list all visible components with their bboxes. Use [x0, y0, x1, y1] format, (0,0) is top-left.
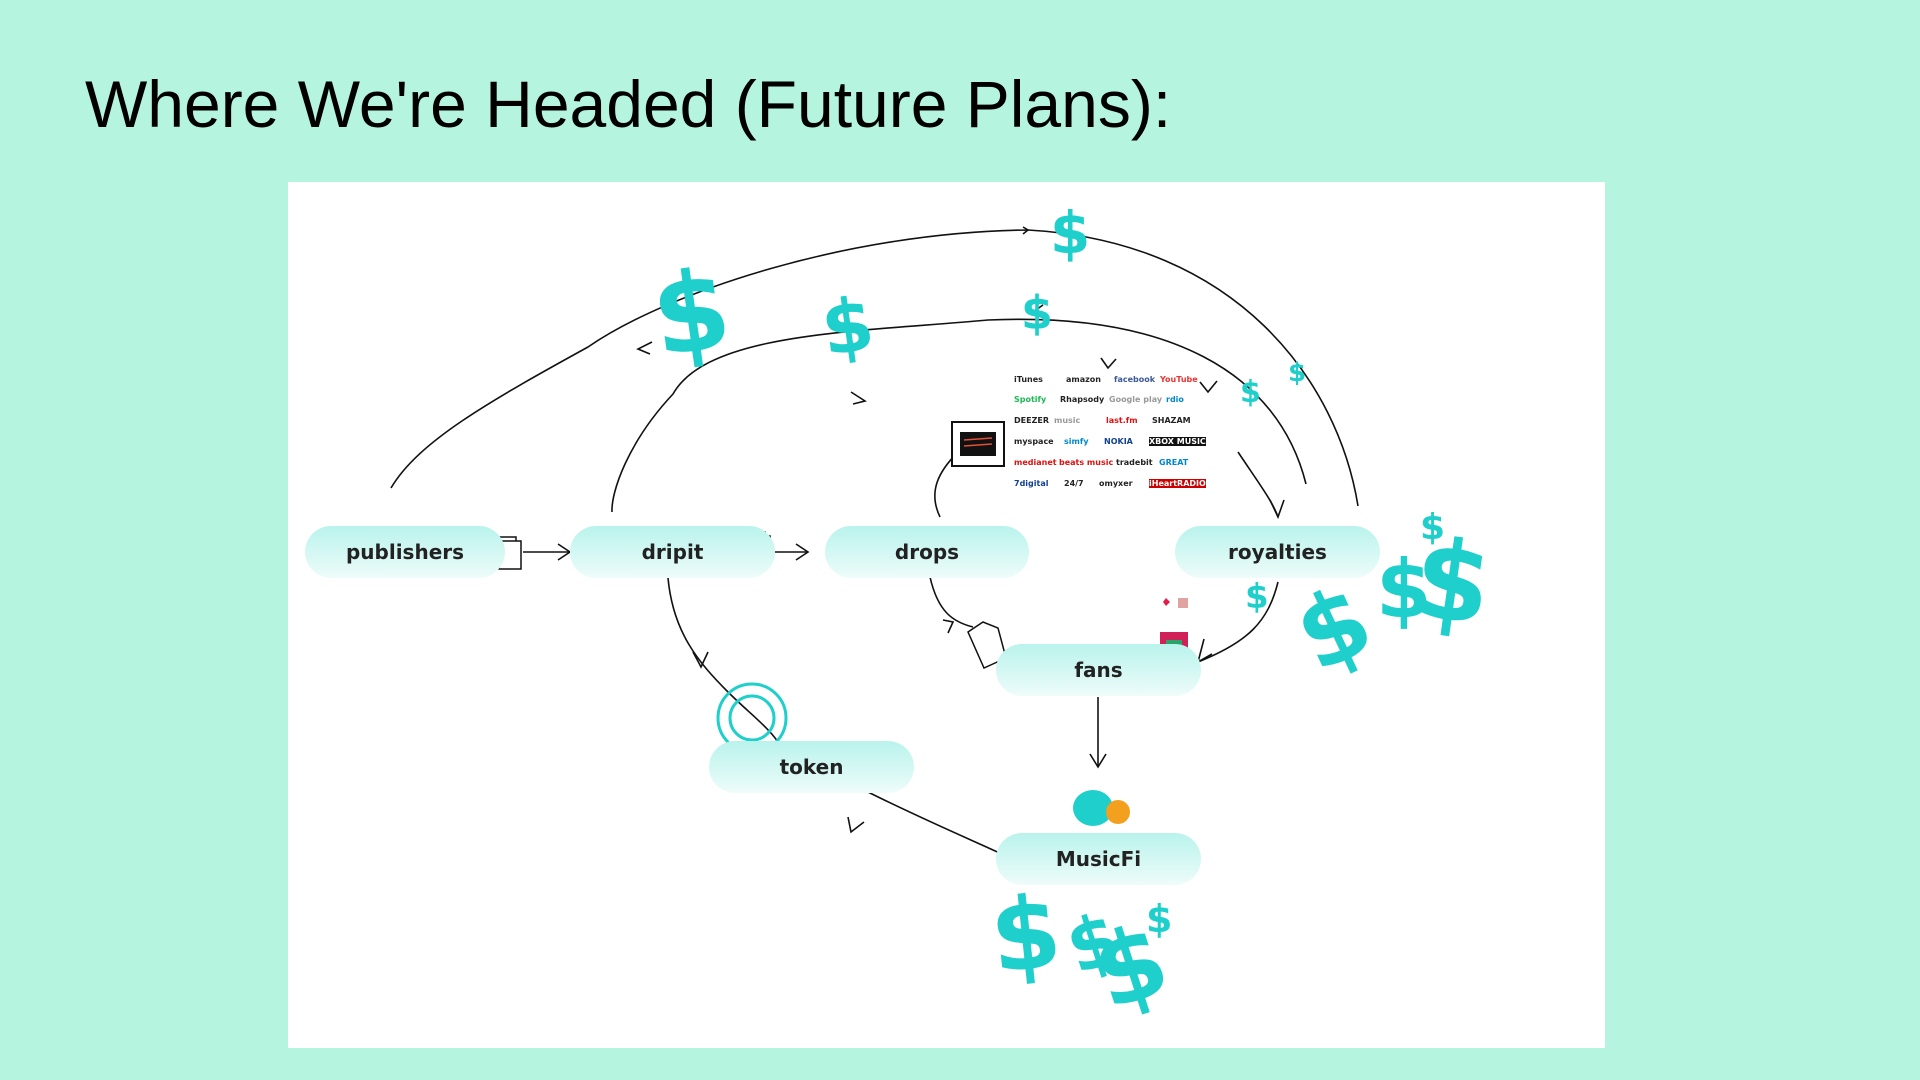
service-logo: music — [1054, 416, 1081, 425]
dollar-icon: $ — [1288, 358, 1307, 388]
service-logo: tradebit — [1116, 458, 1153, 467]
arrow-logos-royalties — [1237, 451, 1279, 518]
arrow-token-musicfi — [867, 791, 1009, 858]
dollar-icon: $ — [1021, 286, 1054, 340]
service-logo: last.fm — [1106, 416, 1138, 425]
service-logo: 24/7 — [1064, 479, 1084, 488]
service-logo: DEEZER — [1014, 416, 1049, 425]
arrow-drops-fans — [929, 576, 974, 628]
arrow-royalties-fans — [1197, 581, 1279, 663]
service-logo: Spotify — [1014, 395, 1047, 404]
dollar-icon: $ — [985, 872, 1067, 997]
service-logo: YouTube — [1160, 375, 1198, 384]
dollar-icon: $ — [1240, 375, 1261, 410]
service-logo: Rhapsody — [1060, 395, 1105, 404]
service-logo: facebook — [1114, 375, 1156, 384]
service-logo: iTunes — [1014, 375, 1043, 384]
service-logo: simfy — [1064, 437, 1089, 446]
service-logo: medianet — [1014, 458, 1057, 467]
dollar-icon: $ — [1376, 543, 1432, 636]
node-drops: drops — [825, 526, 1029, 578]
service-logo: GREAT — [1159, 458, 1189, 467]
newspaper-icon — [951, 421, 1005, 467]
dollar-icon: $ — [816, 280, 880, 374]
music-services-grid: iTunes amazon facebook YouTube Spotify R… — [1014, 375, 1206, 501]
dollar-icon: $ — [1245, 577, 1269, 617]
money-bag-icon — [1073, 790, 1130, 826]
dollar-icon: $ — [1146, 897, 1173, 941]
service-logo: myspace — [1014, 437, 1054, 446]
service-logo: XBOX MUSIC — [1149, 437, 1206, 446]
service-logo: amazon — [1066, 375, 1101, 384]
inner-loop-arc — [611, 318, 1307, 513]
service-logo: SHAZAM — [1152, 416, 1191, 425]
dollar-icon: $ — [1420, 507, 1446, 548]
node-royalties: royalties — [1175, 526, 1380, 578]
service-logo: iHeartRADIO — [1149, 479, 1206, 488]
service-logo: rdio — [1166, 395, 1184, 404]
service-logo: omyxer — [1099, 479, 1133, 488]
dollar-icon: $ — [1050, 199, 1091, 267]
node-publishers: publishers — [305, 526, 505, 578]
arrow-dripit-token — [667, 577, 779, 743]
slide-title: Where We're Headed (Future Plans): — [85, 67, 1172, 141]
diagram-panel: iTunes amazon facebook YouTube Spotify R… — [288, 182, 1605, 1048]
node-dripit: dripit — [570, 526, 775, 578]
node-musicfi: MusicFi — [996, 833, 1201, 885]
service-logo: NOKIA — [1104, 437, 1133, 446]
service-logo: Google play — [1109, 395, 1163, 404]
service-logo: beats music — [1059, 458, 1114, 467]
dollar-icon: $ — [644, 244, 739, 382]
node-fans: fans — [996, 644, 1201, 696]
service-logo: 7digital — [1014, 479, 1049, 488]
outer-loop-arc — [390, 229, 1359, 507]
node-token: token — [709, 741, 914, 793]
